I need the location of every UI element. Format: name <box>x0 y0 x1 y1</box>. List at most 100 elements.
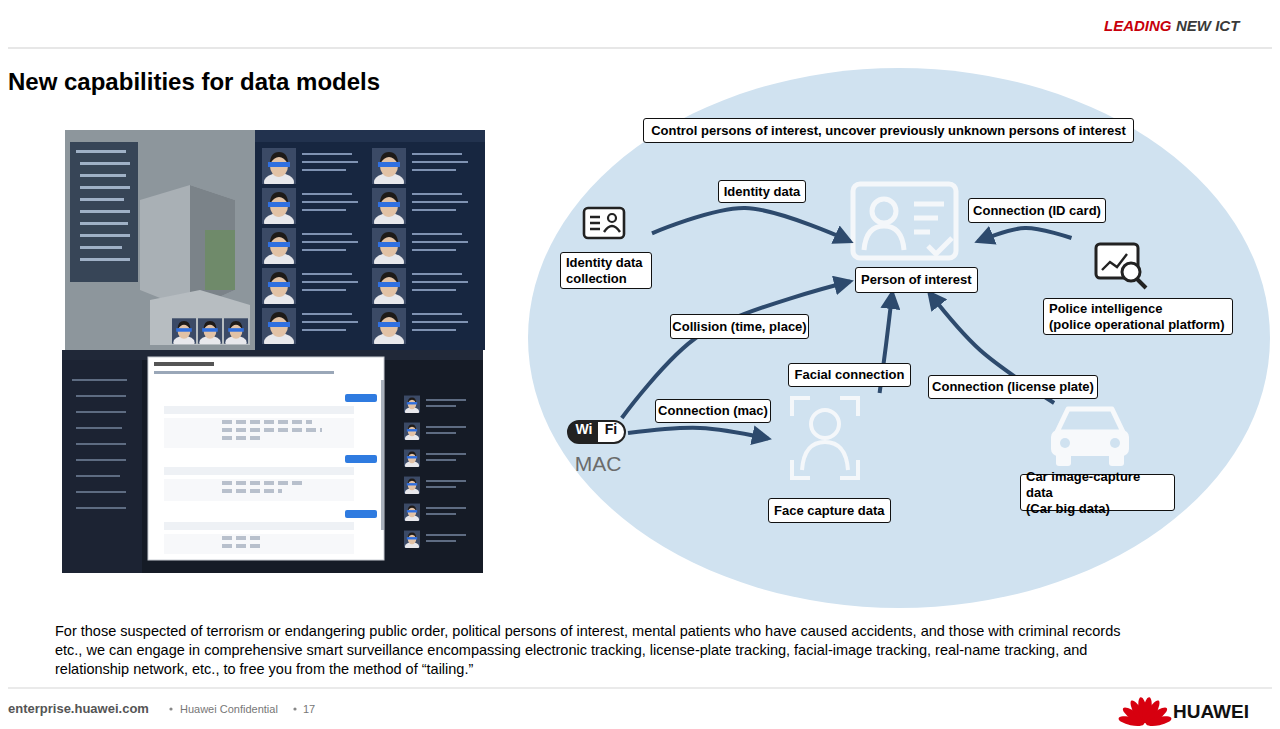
wifi-source: WiFiMAC <box>566 418 628 478</box>
dialog-title <box>154 362 214 366</box>
screen-bg <box>65 130 485 350</box>
capture-corners <box>792 398 858 478</box>
page-number: 17 <box>303 703 315 715</box>
car-icon <box>1051 409 1129 466</box>
tree-row <box>80 234 130 237</box>
node-text: Wi <box>571 421 597 437</box>
tree-row <box>76 150 126 153</box>
background-ellipse <box>528 68 1270 608</box>
label-box: Control persons of interest, uncover pre… <box>643 118 1134 143</box>
magnifier <box>1122 263 1140 281</box>
face-thumb <box>262 308 296 351</box>
node-text: (police operational platform) <box>1049 317 1227 333</box>
face-thumb <box>404 504 420 524</box>
headlight <box>1110 438 1120 448</box>
tree-panel <box>70 142 138 282</box>
face-body <box>802 442 848 470</box>
table-head <box>164 467 354 475</box>
card-lines <box>914 204 944 232</box>
table-row <box>164 418 354 448</box>
top-bar <box>255 130 485 142</box>
add-button <box>345 510 377 518</box>
brand-name: HUAWEI <box>1173 701 1249 723</box>
card-head <box>872 199 896 223</box>
huawei-logo <box>1118 697 1173 728</box>
node-text: (Car big data) <box>1026 501 1169 517</box>
wifi-logo <box>568 421 625 443</box>
screen-bg <box>62 350 483 573</box>
edge-label: Collision (time, place) <box>670 314 809 339</box>
tree-row <box>80 222 128 225</box>
footer-note: Huawei Confidential <box>180 703 278 715</box>
table-head <box>164 522 354 530</box>
face-thumb <box>262 188 296 231</box>
face-thumb <box>198 318 222 348</box>
car-wheel <box>1109 452 1124 466</box>
wifi-pill-dark <box>568 421 598 443</box>
card-body <box>864 226 904 250</box>
car-roof <box>1057 409 1123 432</box>
tree-row <box>80 210 130 213</box>
face-thumb <box>262 228 296 271</box>
brand-slogan: LEADING <box>1104 17 1172 34</box>
separator-dot <box>293 707 296 710</box>
wifi-pill <box>568 421 625 443</box>
node-text: Person of interest <box>861 272 972 288</box>
breadcrumb <box>154 371 334 374</box>
headlight <box>1060 438 1070 448</box>
person-card-icon <box>853 184 956 258</box>
flow-arrow <box>628 428 768 439</box>
header-rule <box>8 48 1272 49</box>
face-thumb <box>372 268 406 311</box>
park <box>205 230 235 290</box>
edge-label: Connection (ID card) <box>968 198 1106 223</box>
scrollbar <box>381 380 384 530</box>
node-text: Identity data collection <box>566 255 646 287</box>
face-thumb <box>404 531 420 551</box>
card-outline <box>584 208 624 238</box>
table-row <box>164 479 354 501</box>
slide-title: New capabilities for data models <box>8 68 380 96</box>
brand-slogan: NEW ICT <box>1176 17 1239 34</box>
checkbox-row <box>222 483 302 491</box>
label-box: Police intelligence(police operational p… <box>1043 298 1233 335</box>
face-capture-icon <box>792 398 858 478</box>
id-card-icon <box>584 208 624 238</box>
city-render <box>65 130 255 350</box>
data-source: Police intelligence(police operational p… <box>1043 238 1233 335</box>
face-head <box>811 410 839 438</box>
tree-row <box>80 174 126 177</box>
face-thumb <box>372 308 406 351</box>
face-thumb <box>372 148 406 191</box>
record-lines <box>302 154 468 330</box>
table-head <box>164 406 354 414</box>
card-head <box>608 214 616 222</box>
tree-row <box>80 186 130 189</box>
face-thumb <box>172 318 196 348</box>
data-source: Car image-capture data(Car big data) <box>1020 403 1175 511</box>
card-body <box>604 226 620 232</box>
flow-arrow <box>978 228 1072 241</box>
face-thumb <box>404 450 420 470</box>
flow-arrow <box>622 282 850 419</box>
node-text: Car image-capture data <box>1026 469 1169 501</box>
dialog <box>148 357 384 560</box>
card-lines <box>590 217 600 229</box>
police-platform-icon <box>1096 244 1146 288</box>
screenshot-config <box>62 350 483 573</box>
face-thumb <box>372 228 406 271</box>
data-source: Identity data collection <box>560 200 652 290</box>
footer-url: enterprise.huawei.com <box>8 701 149 716</box>
check-mark <box>928 238 952 254</box>
node-text: Control persons of interest, uncover pre… <box>649 123 1128 139</box>
face-thumb <box>224 318 248 348</box>
card-outline <box>853 184 956 258</box>
label-box: Person of interest <box>855 267 978 293</box>
add-button <box>345 394 377 402</box>
menu-lines <box>72 380 127 508</box>
node-text: MAC <box>569 452 627 475</box>
record-lines <box>426 400 466 541</box>
edge-label: Facial connection <box>788 363 911 387</box>
